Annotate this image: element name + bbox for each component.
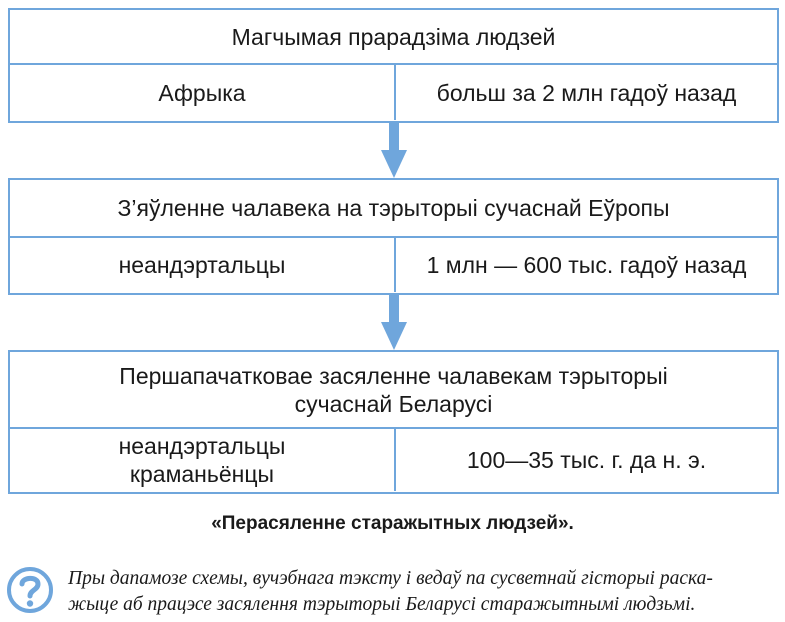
box-europe-details: неандэртальцы 1 млн — 600 тыс. гадоў наз… [10, 238, 777, 292]
arrow-down-icon [381, 294, 407, 350]
box-belarus-title: Першапачатковае засяленне чалавекам тэры… [10, 352, 777, 429]
box-belarus-title-line2: сучаснай Беларусі [294, 390, 493, 417]
arrow-down-icon [381, 122, 407, 178]
box-homeland-place: Афрыка [10, 65, 396, 120]
diagram-caption: «Перасяленне старажытных людзей». [211, 513, 574, 534]
box-belarus-title-line1: Першапачатковае засяленне чалавекам тэры… [119, 362, 668, 389]
box-belarus-people-line2: краманьёнцы [129, 461, 275, 487]
box-homeland: Магчымая прарадзіма людзей Афрыка больш … [8, 8, 779, 123]
task-text-line2: жыце аб працэсе засялення тэрыторыі Бела… [68, 594, 696, 615]
box-europe-title: З’яўленне чалавека на тэрыторыі сучаснай… [10, 180, 777, 238]
question-icon [7, 567, 53, 613]
box-europe: З’яўленне чалавека на тэрыторыі сучаснай… [8, 178, 779, 295]
box-belarus-people-line1: неандэртальцы [118, 433, 286, 459]
box-europe-people: неандэртальцы [10, 238, 396, 292]
box-homeland-details: Афрыка больш за 2 млн гадоў назад [10, 65, 777, 120]
task-text: Пры дапамозе схемы, вучэбнага тэксту і в… [68, 566, 780, 618]
box-belarus-time: 100—35 тыс. г. да н. э. [466, 447, 707, 473]
box-homeland-title: Магчымая прарадзіма людзей [10, 10, 777, 65]
task-text-line1: Пры дапамозе схемы, вучэбнага тэксту і в… [68, 568, 713, 589]
box-belarus-details: неандэртальцы краманьёнцы 100—35 тыс. г.… [10, 429, 777, 491]
box-homeland-time: больш за 2 млн гадоў назад [436, 79, 737, 106]
box-homeland-title-text: Магчымая прарадзіма людзей [231, 23, 556, 50]
box-europe-time: 1 млн — 600 тыс. гадоў назад [426, 252, 747, 278]
box-europe-title-text: З’яўленне чалавека на тэрыторыі сучаснай… [117, 195, 670, 221]
box-belarus-people: неандэртальцы краманьёнцы [10, 429, 396, 491]
box-belarus: Першапачатковае засяленне чалавекам тэры… [8, 350, 779, 494]
